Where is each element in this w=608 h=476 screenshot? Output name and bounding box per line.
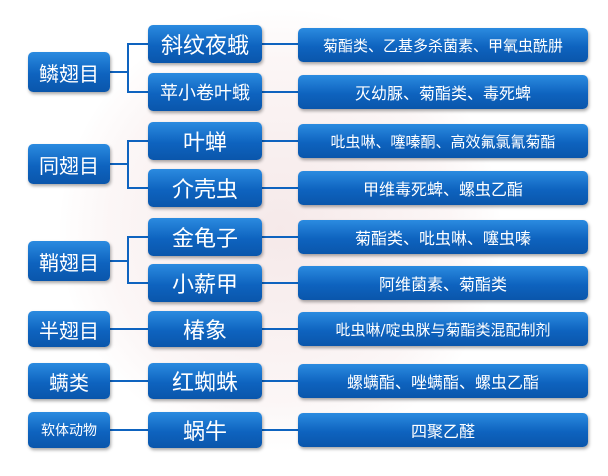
pest-snail: 蜗牛: [148, 412, 262, 448]
pesticide-latridiid: 阿维菌素、菊酯类: [298, 266, 588, 300]
pesticide-red-spider: 螺螨酯、唑螨酯、螺虫乙酯: [298, 364, 588, 398]
order-hemiptera: 半翅目: [28, 311, 110, 347]
pesticide-stinkbug: 吡虫啉/啶虫脒与菊酯类混配制剂: [298, 312, 588, 346]
pesticide-snail: 四聚乙醛: [298, 413, 588, 447]
pesticide-spodoptera: 菊酯类、乙基多杀菌素、甲氧虫酰肼: [298, 28, 588, 62]
pesticide-chafer: 菊酯类、吡虫啉、噻虫嗪: [298, 220, 588, 254]
pesticide-scale-insect: 甲维毒死蜱、螺虫乙酯: [298, 171, 588, 205]
pest-scale-insect: 介壳虫: [148, 169, 262, 207]
pest-chafer: 金龟子: [148, 218, 262, 256]
pest-red-spider: 红蜘蛛: [148, 363, 262, 399]
pest-latridiid: 小薪甲: [148, 264, 262, 302]
order-mites: 螨类: [28, 363, 110, 399]
pesticide-leafroller: 灭幼脲、菊酯类、毒死蜱: [298, 75, 588, 109]
pest-leafroller: 苹小卷叶蛾: [148, 73, 262, 111]
pest-leafhopper: 叶蝉: [148, 122, 262, 160]
order-coleoptera: 鞘翅目: [28, 241, 110, 281]
order-homoptera: 同翅目: [28, 144, 110, 184]
pest-spodoptera: 斜纹夜蛾: [148, 25, 262, 63]
order-mollusca: 软体动物: [28, 412, 110, 448]
pest-stinkbug: 椿象: [148, 311, 262, 347]
order-lepidoptera: 鳞翅目: [28, 52, 110, 92]
pesticide-leafhopper: 吡虫啉、噻嗪酮、高效氟氯氰菊酯: [298, 124, 588, 158]
